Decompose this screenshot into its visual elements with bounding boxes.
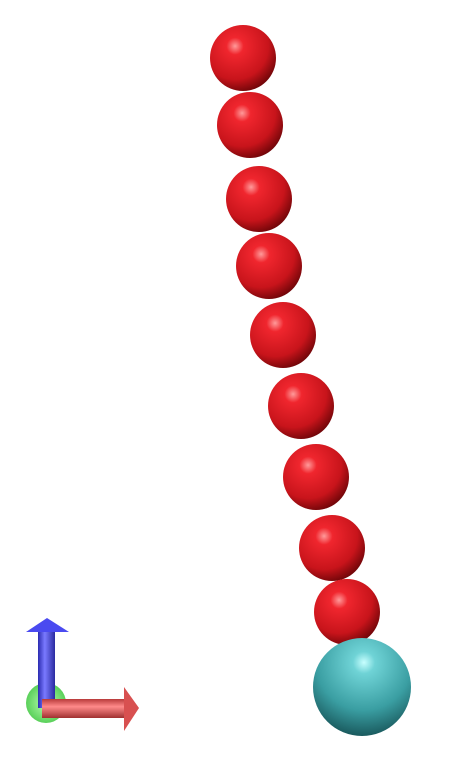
polymer-chain: [210, 25, 411, 736]
axes-indicator: [26, 618, 139, 731]
x-axis-shaft: [42, 699, 126, 718]
end-bead[interactable]: [313, 638, 411, 736]
chain-bead[interactable]: [226, 166, 292, 232]
z-axis-shaft: [38, 630, 55, 708]
chain-bead[interactable]: [217, 92, 283, 158]
chain-bead[interactable]: [210, 25, 276, 91]
chain-bead[interactable]: [283, 444, 349, 510]
chain-bead[interactable]: [250, 302, 316, 368]
chain-bead[interactable]: [236, 233, 302, 299]
chain-bead[interactable]: [314, 579, 380, 645]
x-axis-arrowhead: [124, 687, 139, 731]
z-axis-arrowhead: [26, 618, 69, 632]
chain-bead[interactable]: [268, 373, 334, 439]
chain-bead[interactable]: [299, 515, 365, 581]
